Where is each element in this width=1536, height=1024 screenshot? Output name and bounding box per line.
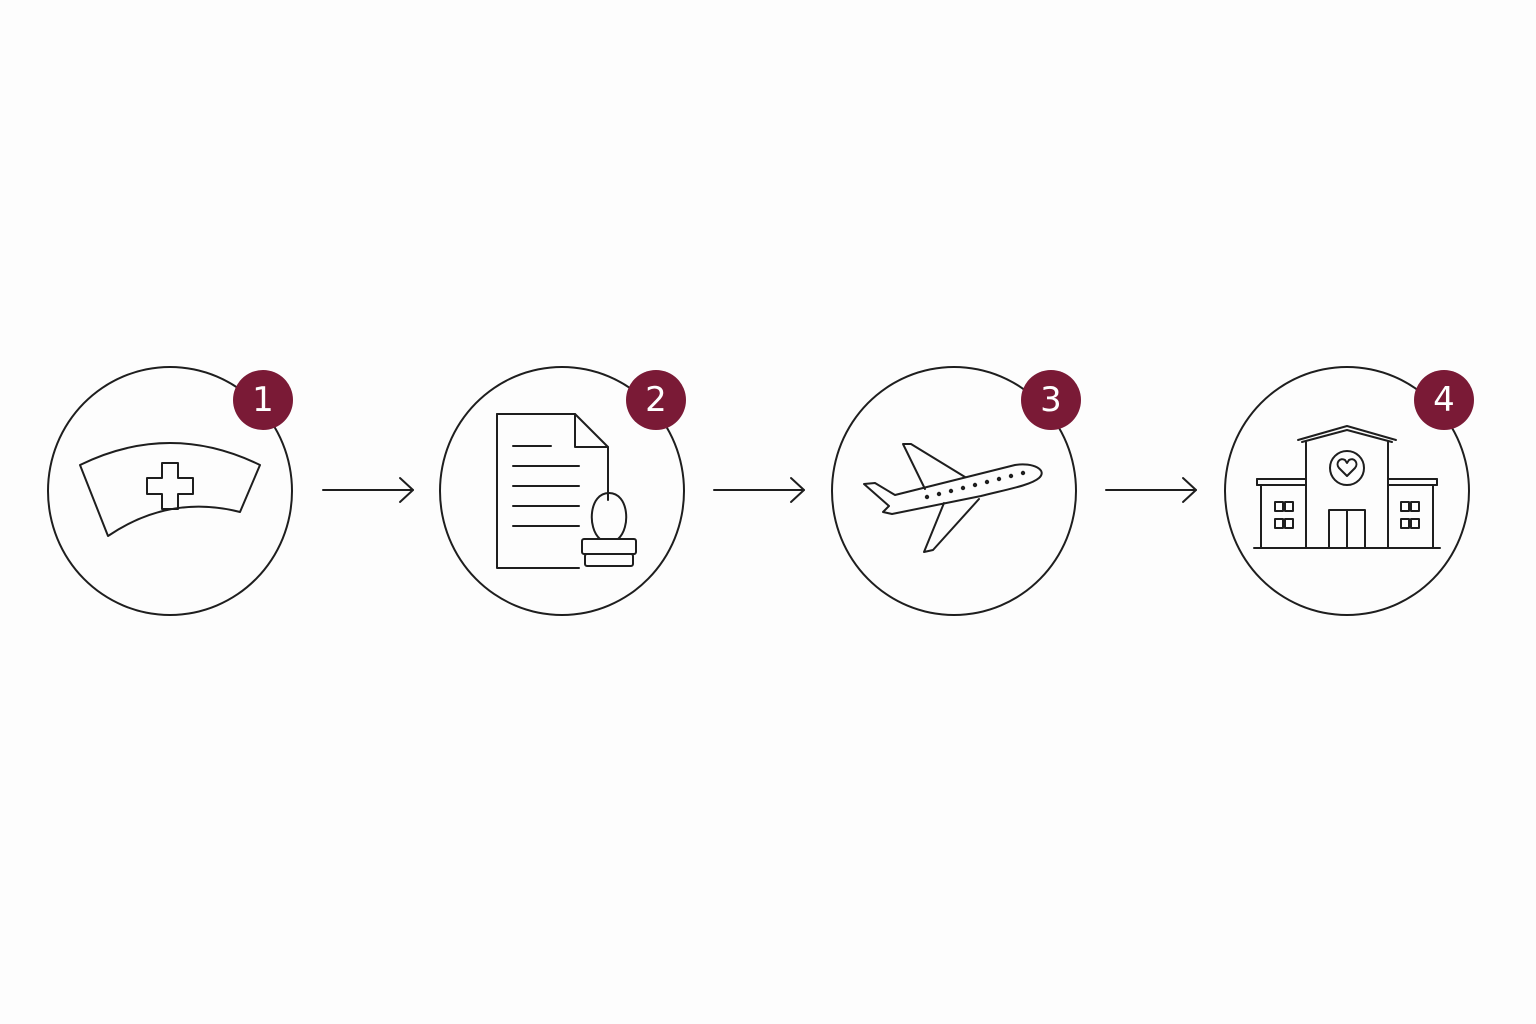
step-3: 3	[831, 366, 1081, 616]
step-number-badge: 4	[1414, 370, 1474, 430]
step-4: 4	[1224, 366, 1474, 616]
step-number-badge: 2	[626, 370, 686, 430]
arrow-right-icon	[321, 476, 417, 504]
nurse-cap-icon	[47, 366, 293, 616]
step-number-badge: 3	[1021, 370, 1081, 430]
stamped-document-icon	[439, 366, 685, 616]
airplane-icon	[831, 366, 1077, 616]
arrow-right-icon	[712, 476, 808, 504]
step-1: 1	[47, 366, 293, 616]
step-2: 2	[439, 366, 686, 616]
arrow-right-icon	[1104, 476, 1200, 504]
hospital-icon	[1224, 366, 1470, 616]
step-number-badge: 1	[233, 370, 293, 430]
